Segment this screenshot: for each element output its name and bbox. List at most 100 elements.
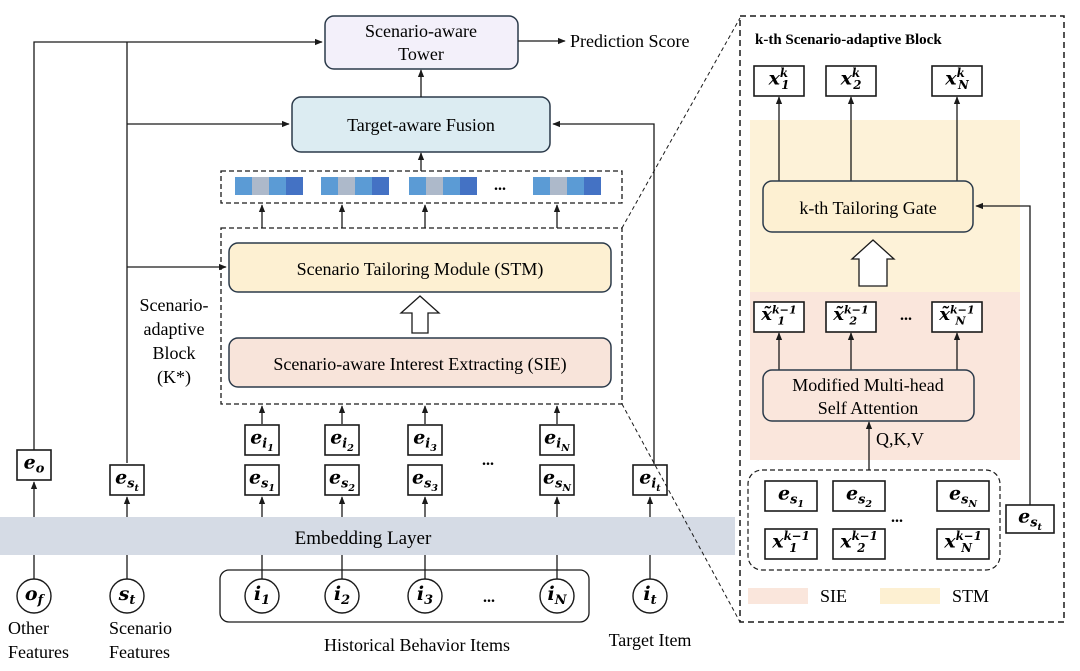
attention-label-1: Modified Multi-head — [792, 375, 943, 395]
legend-item-sie: SIE — [748, 586, 847, 606]
detail-title: k-th Scenario-adaptive Block — [755, 32, 942, 48]
svg-text:Block: Block — [153, 343, 196, 363]
detail-scenario-embedding: es1 — [764, 480, 818, 512]
svg-text:(K*): (K*) — [157, 367, 191, 388]
vector-cell — [338, 177, 355, 195]
detail-scenario-embedding-text: es1 — [778, 482, 804, 510]
prediction-score-label: Prediction Score — [570, 31, 689, 51]
block-label: Scenario- adaptive Block (K*) — [140, 295, 209, 388]
detail-panel — [739, 15, 1065, 623]
stm-module: Scenario Tailoring Module (STM) — [228, 242, 612, 293]
block-to-vector-arrows — [258, 204, 561, 228]
target-item-embedding-text: eit — [639, 466, 661, 494]
vector-cell — [460, 177, 477, 195]
vector-cell — [584, 177, 601, 195]
scenario-target-embedding-text: est — [115, 466, 139, 494]
attention-to-gate-hollow-arrow — [850, 239, 896, 287]
detail-scenario-target-embedding: est — [1005, 504, 1055, 534]
side-connections — [33, 38, 655, 464]
history-item-node-text: i2 — [334, 583, 350, 608]
vector-cell — [372, 177, 389, 195]
vector-cell — [235, 177, 252, 195]
scenario-features-node: st — [109, 578, 145, 614]
stm-label: Scenario Tailoring Module (STM) — [297, 259, 544, 280]
zoom-connector-bottom — [621, 403, 741, 623]
other-features-node: of — [16, 578, 52, 614]
detail-scenario-target-embedding-text: est — [1018, 505, 1042, 533]
history-ellipsis: ... — [483, 589, 495, 606]
svg-text:adaptive: adaptive — [144, 319, 205, 339]
history-item-node: iN — [539, 578, 575, 614]
representation-vector — [235, 177, 303, 195]
legend-swatch — [880, 588, 940, 604]
history-item-node-text: iN — [547, 583, 567, 608]
legend-label: SIE — [820, 586, 847, 606]
gate-label: k-th Tailoring Gate — [799, 198, 936, 218]
qkv-label: Q,K,V — [876, 429, 924, 449]
intermediate-ellipsis: ... — [900, 307, 912, 324]
scenario-embedding-text: es1 — [249, 466, 275, 494]
legend: SIE STM — [748, 586, 989, 606]
scenario-to-gate-line — [975, 202, 1031, 505]
scenario-features-node-text: st — [118, 583, 136, 608]
history-item-node: i1 — [244, 578, 280, 614]
history-item-node: i2 — [324, 578, 360, 614]
fusion-label: Target-aware Fusion — [347, 115, 495, 135]
scenario-features-label-2: Features — [109, 642, 170, 662]
vector-cells — [235, 177, 601, 195]
legend-item-stm: STM — [880, 586, 989, 606]
other-features-label-2: Features — [8, 642, 69, 662]
item-embedding-text: ei1 — [250, 426, 274, 454]
vector-cell — [409, 177, 426, 195]
vector-cell — [426, 177, 443, 195]
vector-cell — [321, 177, 338, 195]
zoom-connector-top — [621, 17, 741, 229]
detail-input-container — [747, 469, 1001, 571]
detail-scenario-embedding: esN — [936, 480, 990, 512]
vector-cell — [550, 177, 567, 195]
other-embedding: eo — [16, 449, 52, 481]
other-embedding-text: eo — [24, 451, 45, 476]
scenario-embedding: es2 — [324, 464, 360, 496]
vector-cell — [567, 177, 584, 195]
vector-cell — [286, 177, 303, 195]
vector-cell — [355, 177, 372, 195]
detail-scenario-embedding: es2 — [832, 480, 886, 512]
target-item-embedding: eit — [632, 464, 668, 496]
other-features-node-text: of — [25, 583, 46, 608]
tower-label-line2: Tower — [398, 44, 444, 64]
history-item-node: i3 — [407, 578, 443, 614]
item-embedding: ei1 — [244, 424, 280, 456]
embedding-ellipsis: ... — [482, 452, 494, 469]
svg-text:Scenario-: Scenario- — [140, 295, 209, 315]
item-embedding: eiN — [539, 424, 575, 456]
history-items-container — [219, 569, 590, 623]
scenario-embedding: esN — [539, 464, 575, 496]
item-embedding-text: eiN — [544, 426, 570, 454]
item-embedding-text: ei2 — [330, 426, 354, 454]
history-items-label: Historical Behavior Items — [324, 635, 510, 655]
sie-to-stm-hollow-arrow — [399, 295, 441, 334]
sie-label: Scenario-aware Interest Extracting (SIE) — [273, 354, 566, 375]
item-embedding: ei3 — [407, 424, 443, 456]
representation-vector — [533, 177, 601, 195]
vector-cell — [269, 177, 286, 195]
